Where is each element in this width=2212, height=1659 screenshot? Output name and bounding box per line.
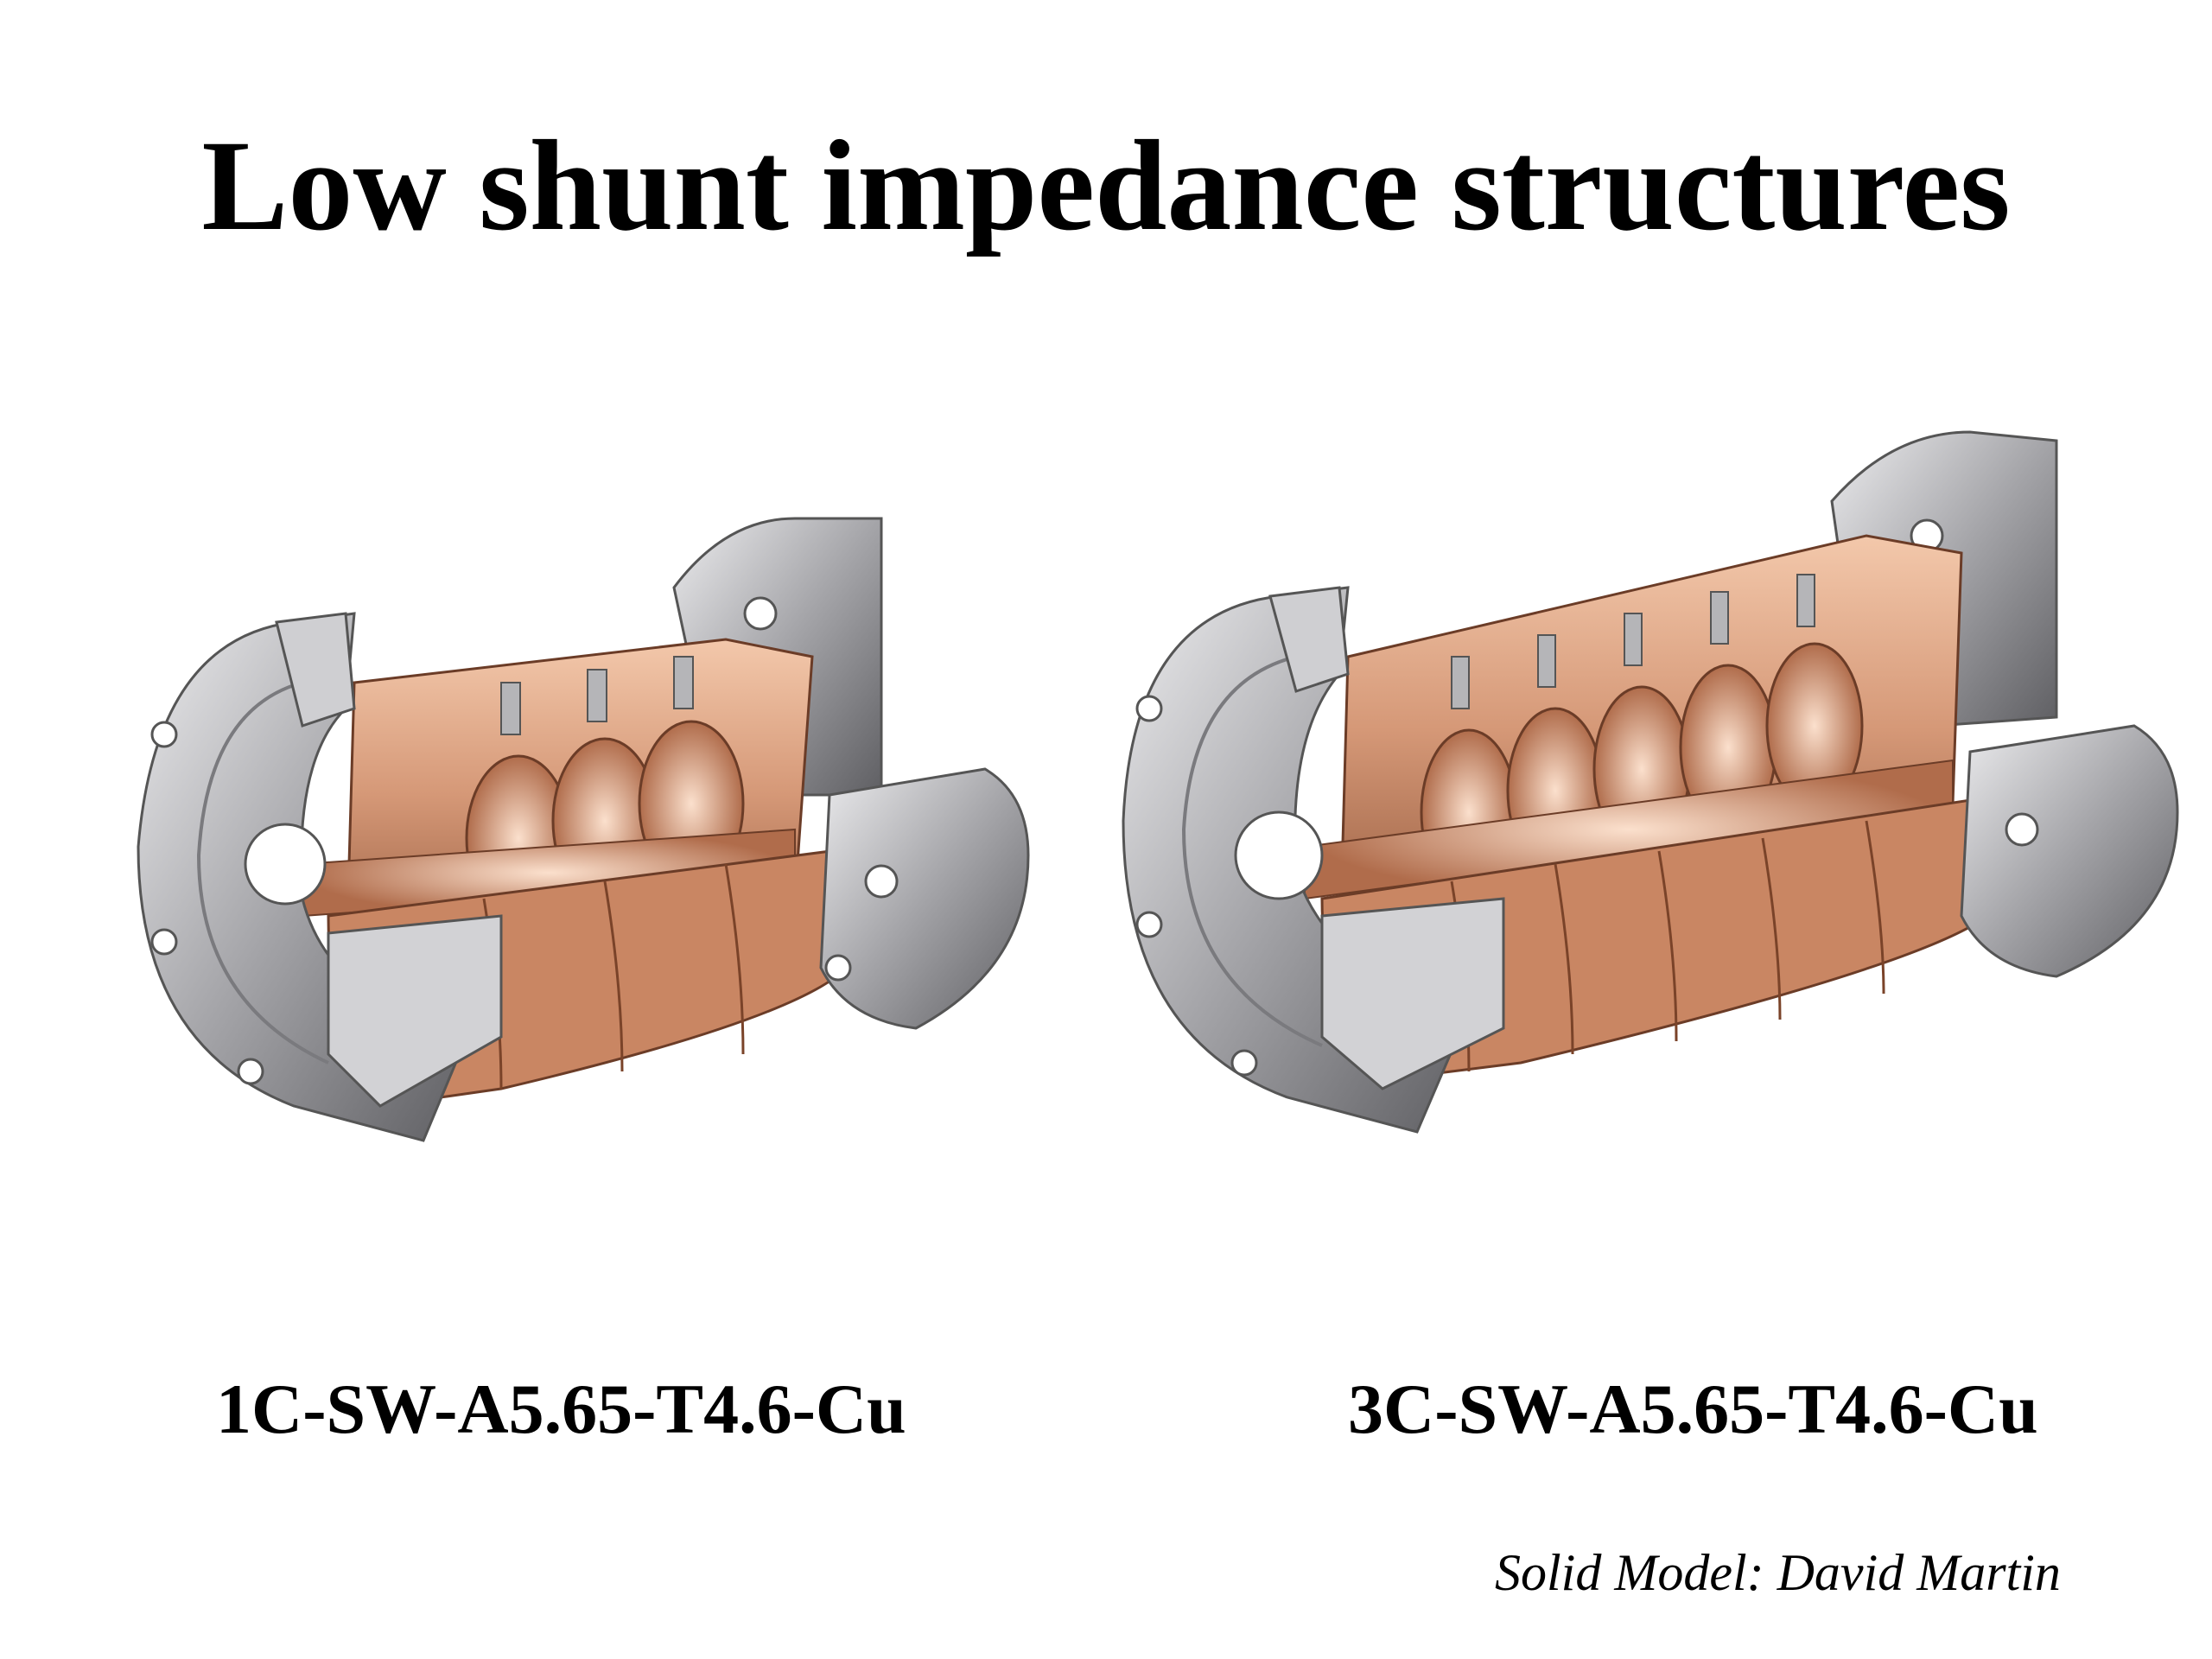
structure-label-left: 1C-SW-A5.65-T4.6-Cu [216,1370,906,1448]
copper-structure-drawing-left [137,517,1030,1142]
structure-image-right [1020,406,2212,1166]
credit-text: Solid Model: David Martin [1495,1544,2061,1601]
slide-title: Low shunt impedance structures [201,114,2011,257]
structure-image-left [17,484,1054,1192]
structure-label-right: 3C-SW-A5.65-T4.6-Cu [1348,1370,2038,1448]
copper-structure-drawing-right [1122,430,2179,1134]
